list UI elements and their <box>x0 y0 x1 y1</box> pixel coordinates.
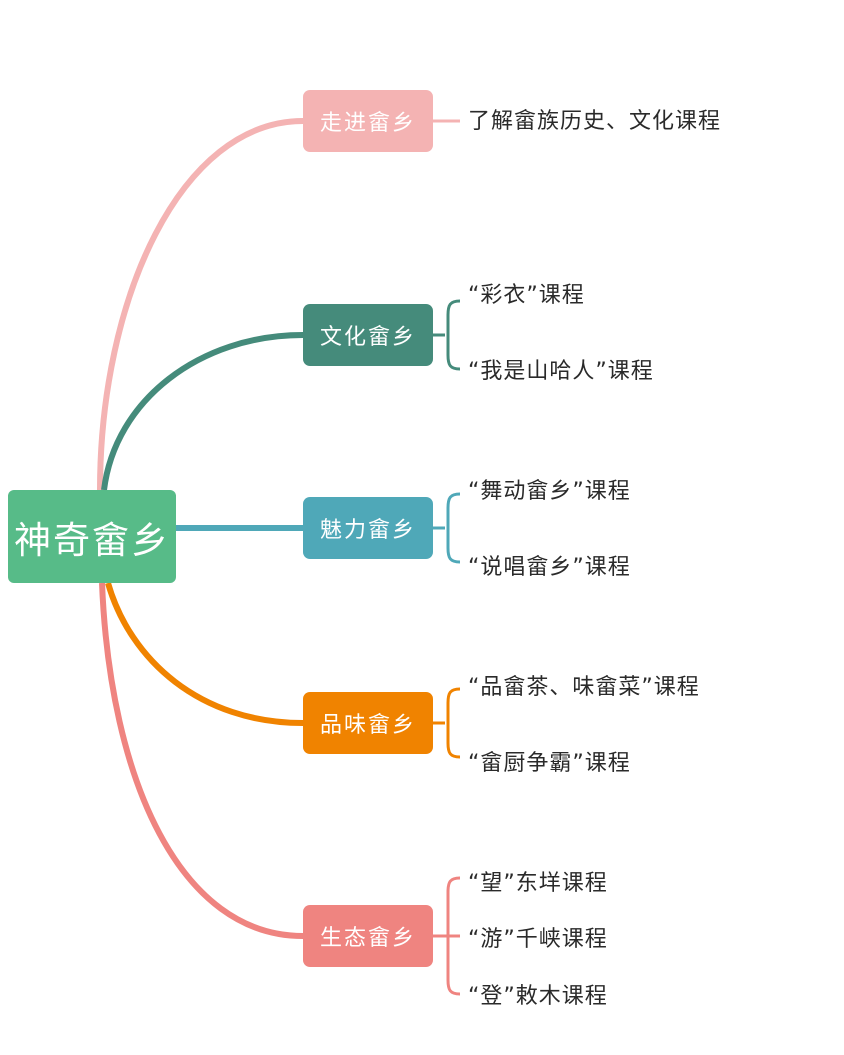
leaf-node: “望”东垟课程 <box>468 871 608 896</box>
leaf-node: “登”敕木课程 <box>468 984 608 1009</box>
leaf-node: “游”千峡课程 <box>468 927 608 952</box>
leaf-node: 了解畲族历史、文化课程 <box>468 109 722 134</box>
connector-branch-2 <box>101 332 304 491</box>
leaf-node: “我是山哈人”课程 <box>468 359 654 384</box>
leaf-node: “彩衣”课程 <box>468 283 585 308</box>
branch-node-2: 文化畲乡 <box>303 304 433 366</box>
leaf-node: “品畲茶、味畲菜”课程 <box>468 675 700 700</box>
bracket-branch-3 <box>433 492 461 564</box>
root-node: 神奇畲乡 <box>8 490 176 583</box>
branch-node-5: 生态畲乡 <box>303 905 433 967</box>
connector-branch-1 <box>97 118 304 491</box>
branch-node-1: 走进畲乡 <box>303 90 433 152</box>
branch-node-4: 品味畲乡 <box>303 692 433 754</box>
connector-branch-4 <box>105 582 304 726</box>
bracket-branch-4 <box>433 687 461 759</box>
bracket-branch-2 <box>433 299 461 371</box>
leaf-node: “说唱畲乡”课程 <box>468 555 631 580</box>
branch-node-3: 魅力畲乡 <box>303 497 433 559</box>
connector-branch-5 <box>99 582 304 939</box>
bracket-branch-5 <box>433 876 461 996</box>
leaf-node: “舞动畲乡”课程 <box>468 479 631 504</box>
leaf-node: “畲厨争霸”课程 <box>468 751 631 776</box>
